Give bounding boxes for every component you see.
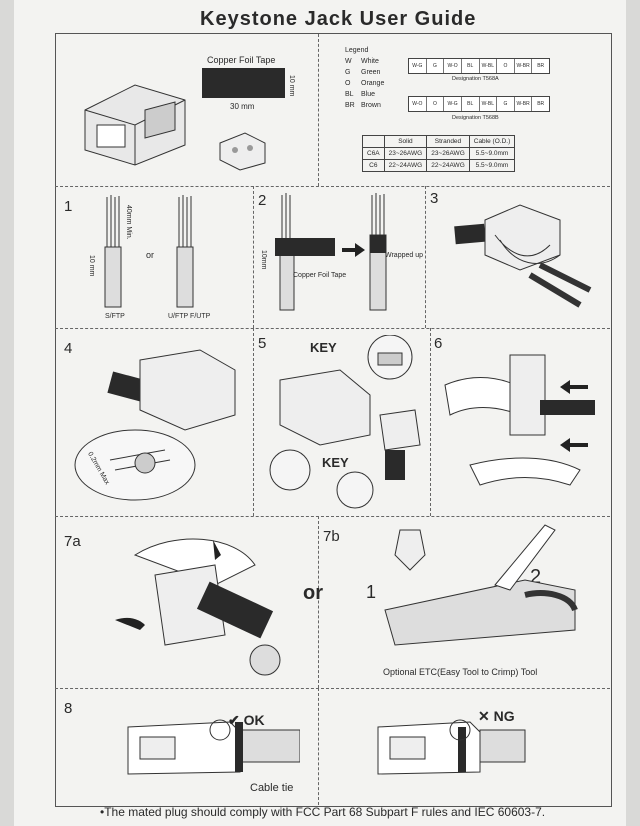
divider bbox=[55, 688, 610, 689]
copper-tape-swatch bbox=[202, 68, 285, 98]
step-1-or: or bbox=[146, 250, 154, 260]
step-1-sftp: S/FTP bbox=[105, 313, 125, 320]
etc-tool-illustration bbox=[375, 520, 595, 660]
step-2-wrapped: Wrapped up bbox=[385, 252, 423, 259]
step-1-number: 1 bbox=[64, 198, 72, 215]
tape-width: 30 mm bbox=[230, 102, 254, 111]
step-2-tape: Copper Foil Tape bbox=[293, 272, 346, 279]
step-7b-number: 7b bbox=[323, 528, 340, 545]
divider bbox=[253, 328, 254, 516]
step-7a-number: 7a bbox=[64, 533, 81, 550]
step-1-dim2: 40mm Min. bbox=[125, 205, 132, 240]
step-3-number: 3 bbox=[430, 190, 438, 207]
ng-text: NG bbox=[494, 708, 515, 724]
divider bbox=[425, 186, 426, 328]
step-1-dim1: 10 mm bbox=[88, 255, 95, 276]
close-cap-illustration bbox=[440, 345, 605, 510]
divider bbox=[253, 186, 254, 328]
divider bbox=[318, 688, 319, 805]
divider bbox=[55, 328, 610, 329]
tape-height: 10 mm bbox=[288, 75, 295, 96]
divider bbox=[55, 516, 610, 517]
step-8-number: 8 bbox=[64, 700, 72, 717]
ok-label: ✔ OK bbox=[228, 712, 265, 729]
cap-assembly-illustration bbox=[260, 335, 430, 510]
jack-back-illustration bbox=[215, 128, 270, 173]
etc-tool-label: Optional ETC(Easy Tool to Crimp) Tool bbox=[383, 667, 537, 677]
cable-tie-label: Cable tie bbox=[250, 782, 293, 794]
step-7-or: or bbox=[303, 582, 323, 605]
wire-insert-illustration bbox=[440, 195, 600, 320]
trim-wires-illustration bbox=[70, 340, 250, 510]
legend-title: Legend bbox=[345, 45, 384, 56]
step-2-dim: 10mm bbox=[260, 250, 267, 269]
keystone-jack-illustration bbox=[75, 70, 195, 170]
step-2-number: 2 bbox=[258, 192, 266, 209]
divider bbox=[318, 34, 319, 186]
cable-prep-illustration bbox=[95, 192, 215, 312]
page-title: Keystone Jack User Guide bbox=[200, 8, 476, 31]
step-1-uftp: U/FTP F/UTP bbox=[168, 313, 210, 320]
ok-text: OK bbox=[244, 712, 265, 728]
tape-label: Copper Foil Tape bbox=[207, 55, 275, 65]
ng-label: ✕ NG bbox=[478, 708, 515, 725]
compliance-footnote: •The mated plug should comply with FCC P… bbox=[100, 805, 545, 819]
t568b-label: Designation T568B bbox=[452, 115, 499, 121]
divider bbox=[55, 186, 610, 187]
divider bbox=[430, 328, 431, 516]
hand-crimp-illustration bbox=[95, 525, 295, 685]
t568a-label: Designation T568A bbox=[452, 76, 499, 82]
ok-plug-illustration bbox=[120, 712, 300, 792]
